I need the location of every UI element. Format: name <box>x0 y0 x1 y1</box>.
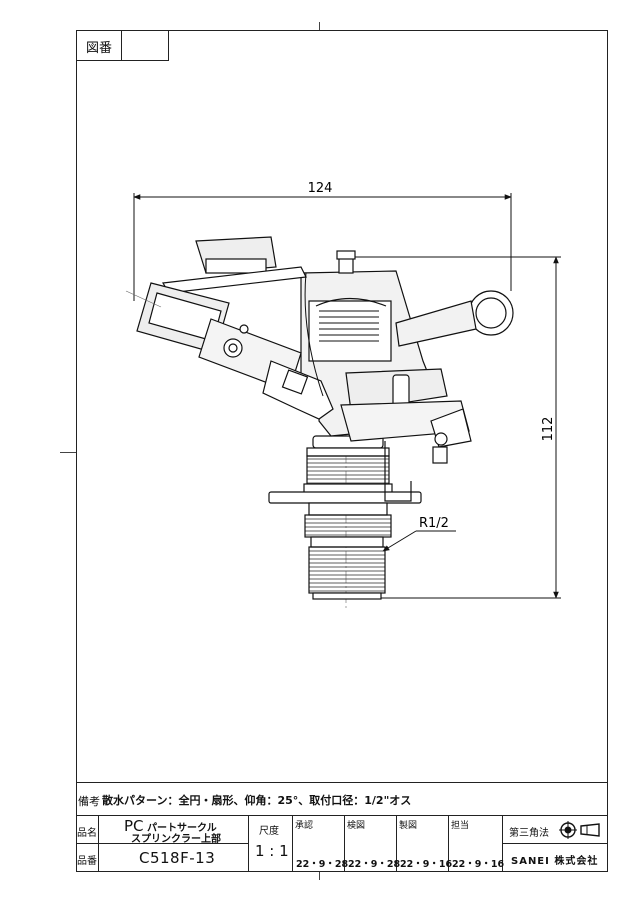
rocker-arm <box>162 236 514 347</box>
dimension-width <box>133 193 512 301</box>
drawn-date: 22・9・16 <box>400 859 453 870</box>
dimension-height-label: 112 <box>541 417 556 442</box>
drawing-number-label: 図番 <box>86 41 113 56</box>
product-name-cell: PC パートサークル スプリンクラー上部 <box>99 816 249 845</box>
scale-cell: 尺度 1 : 1 <box>249 816 293 872</box>
approved-label: 承認 <box>295 821 314 831</box>
charge-label: 担当 <box>451 821 470 831</box>
sprinkler-drawing: 124 112 R1/2 <box>125 181 561 611</box>
remarks-text: 散水パターン：全円・扇形、仰角：25°、取付口径：1/2"オス <box>102 794 412 807</box>
product-name-line2: スプリンクラー上部 <box>131 834 221 845</box>
projection-label: 第三角法 <box>509 828 549 839</box>
dimension-width-label: 124 <box>308 181 333 196</box>
name-label: 品名 <box>77 828 97 839</box>
center-mark-bottom <box>319 872 320 880</box>
drawn-cell: 製図 22・9・16 <box>397 816 453 872</box>
name-label-cell: 品名 <box>77 816 99 844</box>
drive-assembly <box>340 368 472 502</box>
number-label: 品番 <box>77 856 97 867</box>
stem-assembly <box>268 435 422 600</box>
scale-value: 1 : 1 <box>255 842 289 860</box>
charge-date: 22・9・16 <box>452 859 505 870</box>
drawing-frame: 図番 124 112 <box>76 30 608 872</box>
remarks-label: 備考 <box>78 795 100 808</box>
dimension-height <box>341 256 561 599</box>
thread-label: R1/2 <box>419 516 449 531</box>
center-mark-left <box>60 452 76 453</box>
company-name: SANEI 株式会社 <box>511 856 599 867</box>
nozzle-barrel <box>136 282 334 420</box>
title-block: 品名 品番 PC パートサークル スプリンクラー上部 C518F-13 尺度 1… <box>77 815 607 872</box>
product-number-cell: C518F-13 <box>99 844 249 872</box>
checked-cell: 検図 22・9・28 <box>345 816 401 872</box>
number-label-cell: 品番 <box>77 844 99 872</box>
product-number: C518F-13 <box>139 849 216 867</box>
drawing-number-box: 図番 <box>77 31 169 61</box>
checked-date: 22・9・28 <box>348 859 401 870</box>
thread-leader <box>382 530 456 552</box>
scale-label: 尺度 <box>259 826 279 837</box>
approved-date: 22・9・28 <box>296 859 349 870</box>
third-angle-projection-icon <box>559 821 600 839</box>
approved-cell: 承認 22・9・28 <box>293 816 349 872</box>
projection-cell: 第三角法 <box>503 816 607 844</box>
company-cell: SANEI 株式会社 <box>503 844 607 872</box>
product-name-prefix: PC <box>124 817 144 835</box>
drawn-label: 製図 <box>399 821 418 831</box>
remarks-row: 備考 散水パターン：全円・扇形、仰角：25°、取付口径：1/2"オス <box>77 782 607 815</box>
drawing-number-label-cell: 図番 <box>77 31 122 60</box>
product-name-line1: パートサークル <box>147 823 217 834</box>
center-mark-top <box>319 22 320 30</box>
charge-cell: 担当 22・9・16 <box>449 816 505 872</box>
checked-label: 検図 <box>347 821 366 831</box>
